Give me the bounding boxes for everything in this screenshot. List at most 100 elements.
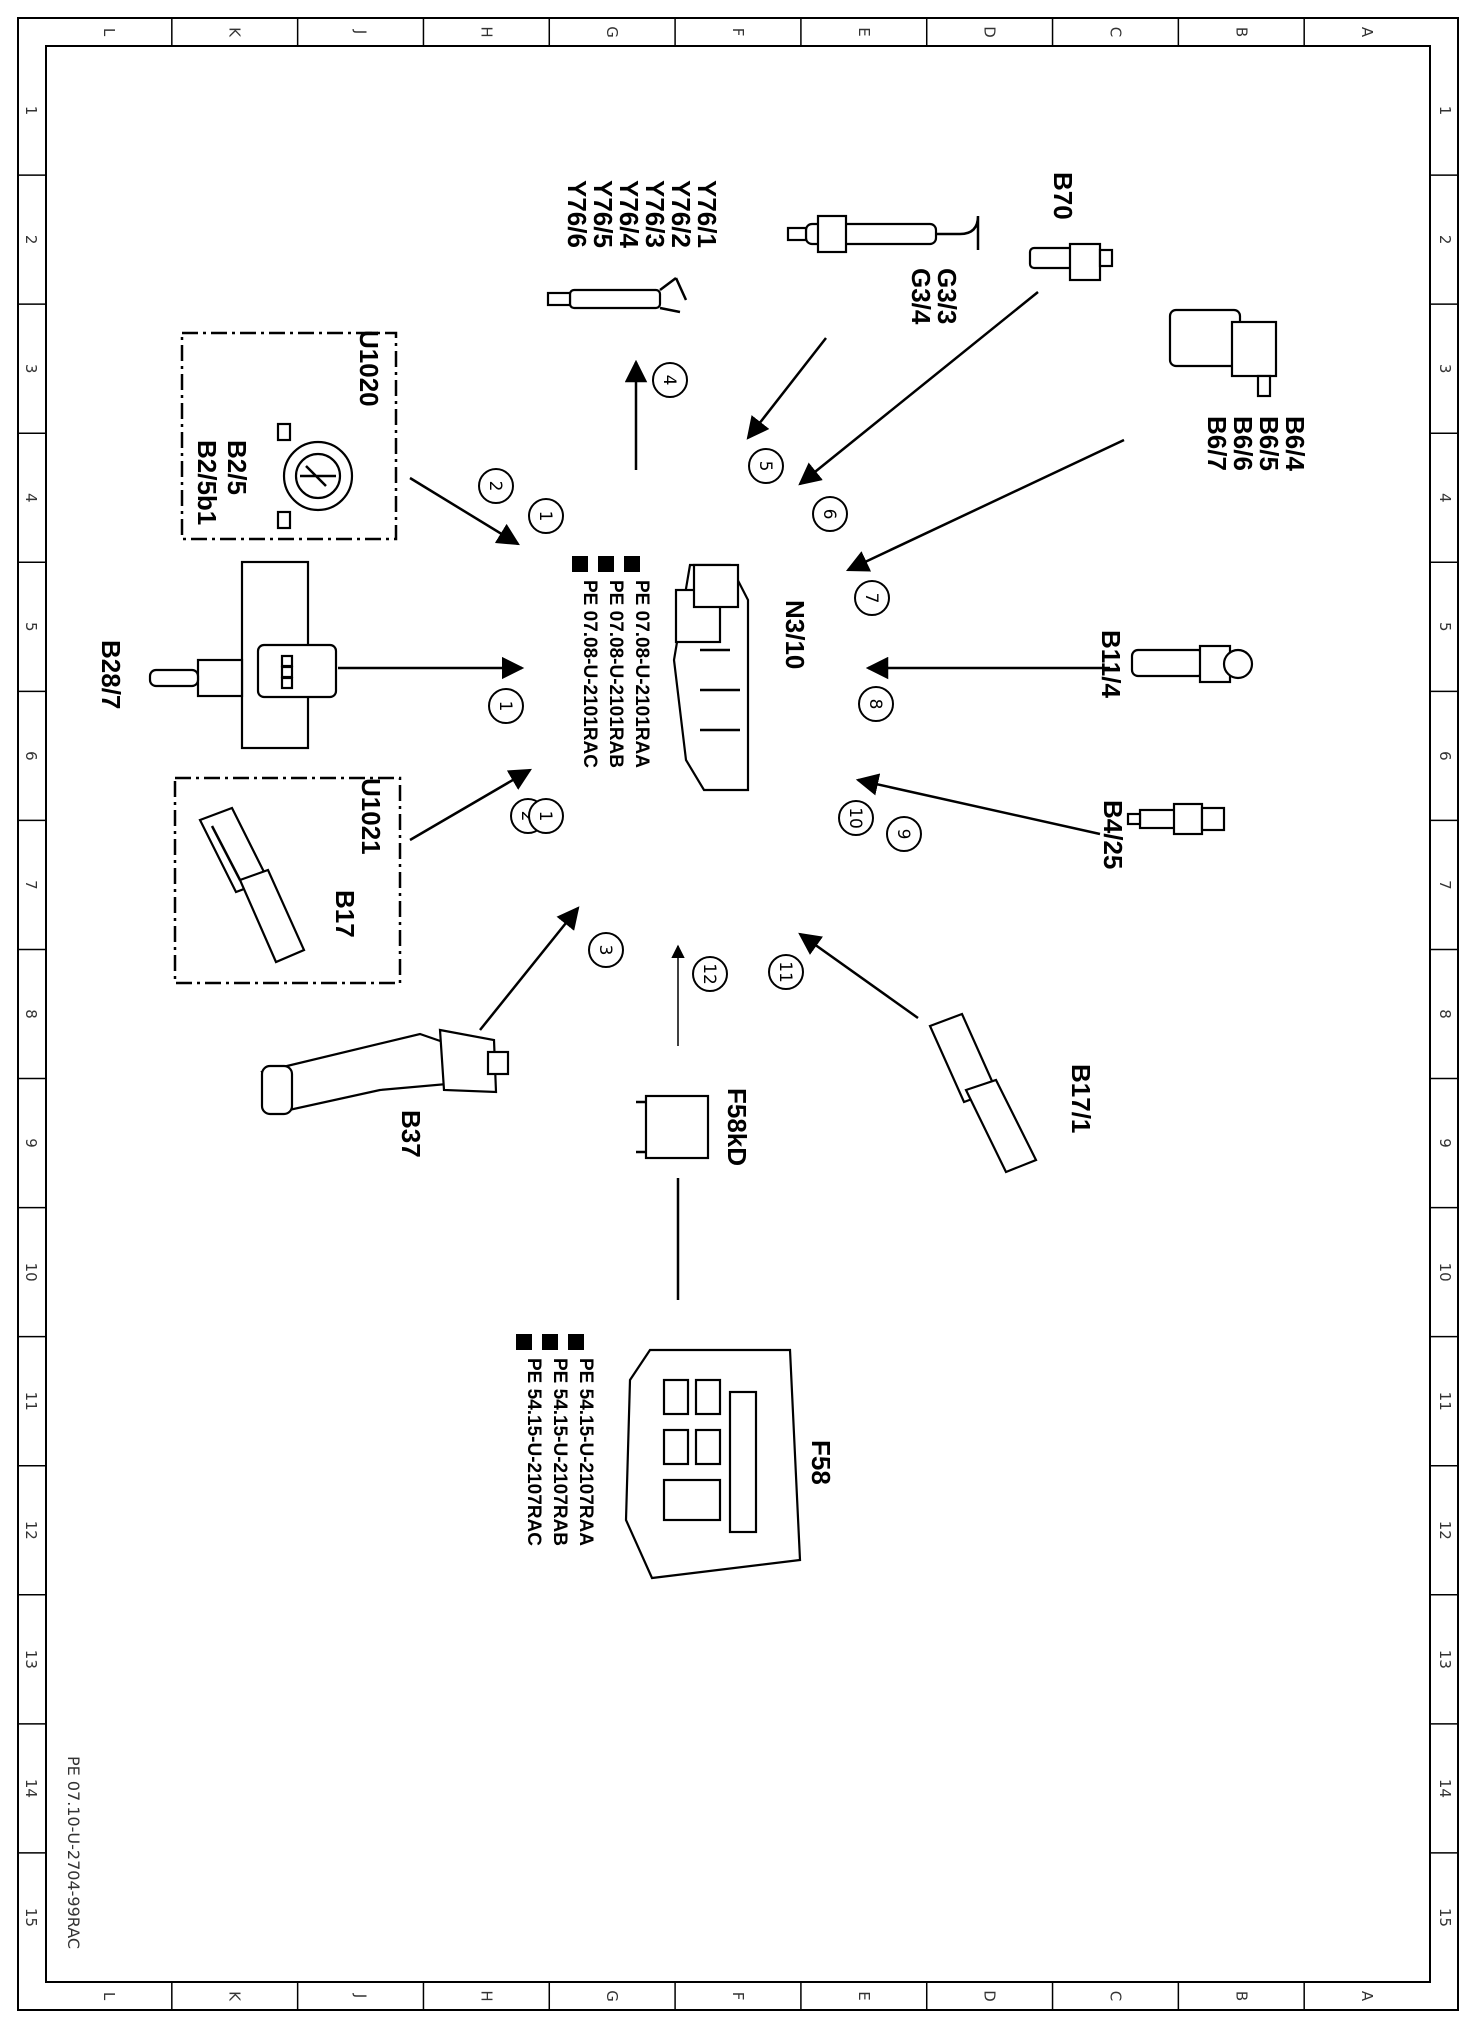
grid-letter: L [100, 1992, 118, 2001]
callout-number: 9 [893, 829, 913, 840]
label-b2-5: B2/5 [222, 440, 252, 495]
grid-number: 1 [1436, 106, 1454, 116]
label-b70: B70 [1048, 172, 1078, 220]
relay-icon [636, 1094, 710, 1160]
grid-number: 11 [1436, 1392, 1454, 1411]
arrow-b17-1 [798, 932, 919, 1020]
grid-letter: J [352, 29, 370, 34]
grid-number: 1 [22, 106, 40, 116]
grid-number: 12 [1436, 1521, 1454, 1540]
grid-letter: H [477, 26, 495, 37]
grid-number: 9 [22, 1138, 40, 1148]
grid-number: 13 [22, 1650, 40, 1669]
label-b17: B17 [330, 890, 360, 938]
grid-letter: H [477, 1990, 495, 2001]
grid-letter: L [100, 28, 118, 37]
callout-circle [478, 468, 514, 504]
grid-number: 10 [1436, 1263, 1454, 1282]
grid-number: 6 [22, 751, 40, 761]
grid-number: 11 [22, 1392, 40, 1411]
grid-letter: F [729, 28, 747, 37]
callout-circle [528, 798, 564, 834]
label-b6-7: B6/7 [1202, 416, 1232, 471]
grid-letter: E [855, 27, 873, 36]
callout-number: 1 [495, 701, 515, 712]
callout-number: 1 [535, 511, 555, 522]
grid-number: 8 [22, 1009, 40, 1019]
callout-number: 1 [535, 811, 555, 822]
callout-circle [858, 686, 894, 722]
grid-number: 3 [1436, 364, 1454, 374]
callout-circle [838, 800, 874, 836]
fuse-ref-2: PE 54.15-U-2107RAB [549, 1358, 570, 1546]
arrow-b6 [845, 438, 1125, 572]
label-b2-5b1: B2/5b1 [192, 440, 222, 525]
callout-number: 3 [595, 945, 615, 956]
grid-number: 2 [22, 235, 40, 245]
inner-frame [45, 45, 1431, 1983]
callout-circle [652, 362, 688, 398]
hot-film-sensor-icon [276, 422, 354, 530]
label-g3-3: G3/3 [932, 268, 962, 324]
grid-number: 12 [22, 1521, 40, 1540]
document-number: PE 07.10-U-2704-99RAC [64, 1756, 83, 1949]
grid-ticks [18, 18, 1458, 2010]
fuse-ref-3: PE 54.15-U-2107RAC [523, 1358, 544, 1546]
ecu-ref-2: PE 07.08-U-2101RAB [605, 580, 626, 768]
grid-letter: G [603, 1990, 621, 2002]
callout-number: 2 [517, 811, 537, 822]
label-y76-6: Y76/6 [562, 180, 592, 248]
grid-number: 7 [1436, 880, 1454, 890]
callout-number: 8 [865, 699, 885, 710]
ecu-n3-10-icon [672, 563, 750, 792]
outer-frame [17, 17, 1459, 2011]
label-y76-5: Y76/5 [588, 180, 618, 248]
callout-number: 7 [861, 593, 881, 604]
grid-letter: C [1106, 1991, 1124, 2001]
label-b17-1: B17/1 [1066, 1064, 1096, 1133]
callout-circle [854, 580, 890, 616]
grid-number: 15 [1436, 1908, 1454, 1927]
grid-letter: C [1106, 27, 1124, 37]
grid-letter: E [855, 1991, 873, 2000]
crankshaft-sensor-icon [1028, 242, 1114, 282]
grid-number: 14 [1436, 1779, 1454, 1798]
pedal-sensor-icon [260, 1028, 510, 1116]
arrow-b70 [798, 291, 1039, 486]
label-f58: F58 [806, 1440, 836, 1485]
callout-circle [812, 496, 848, 532]
grid-number: 10 [22, 1263, 40, 1282]
arrow-b4-25 [855, 773, 1101, 836]
callout-circle [886, 816, 922, 852]
grid-number: 7 [22, 880, 40, 890]
callout-number: 4 [659, 375, 679, 386]
grid-letter: D [981, 26, 999, 38]
grid-letter: B [1232, 27, 1250, 37]
grid-letter: A [1358, 1991, 1376, 2002]
group-u1020-box [180, 331, 398, 541]
fuse-box-icon [624, 1348, 802, 1580]
label-b4-25: B4/25 [1098, 800, 1128, 869]
callout-number: 11 [775, 961, 795, 983]
label-b6-5: B6/5 [1254, 416, 1284, 471]
charge-air-temp-sensor-icon [928, 1012, 1038, 1174]
fuse-ref-1: PE 54.15-U-2107RAA [575, 1358, 596, 1546]
grid-letter: G [603, 26, 621, 38]
grid-number: 2 [1436, 235, 1454, 245]
group-u1021-box [173, 776, 402, 985]
label-y76-1: Y76/1 [692, 180, 722, 248]
intake-temperature-sensor-icon [198, 806, 306, 964]
signal-arrows [338, 291, 1125, 1300]
callout-number: 6 [819, 509, 839, 520]
grid-letter: D [981, 1990, 999, 2002]
injector-icon [546, 277, 688, 314]
arrow-g3 [746, 337, 827, 440]
label-n3-10: N3/10 [780, 600, 810, 669]
grid-letter: K [226, 27, 244, 38]
label-y76-4: Y76/4 [614, 180, 644, 248]
callout-circle [528, 498, 564, 534]
camshaft-sensor-icon [1168, 308, 1278, 398]
